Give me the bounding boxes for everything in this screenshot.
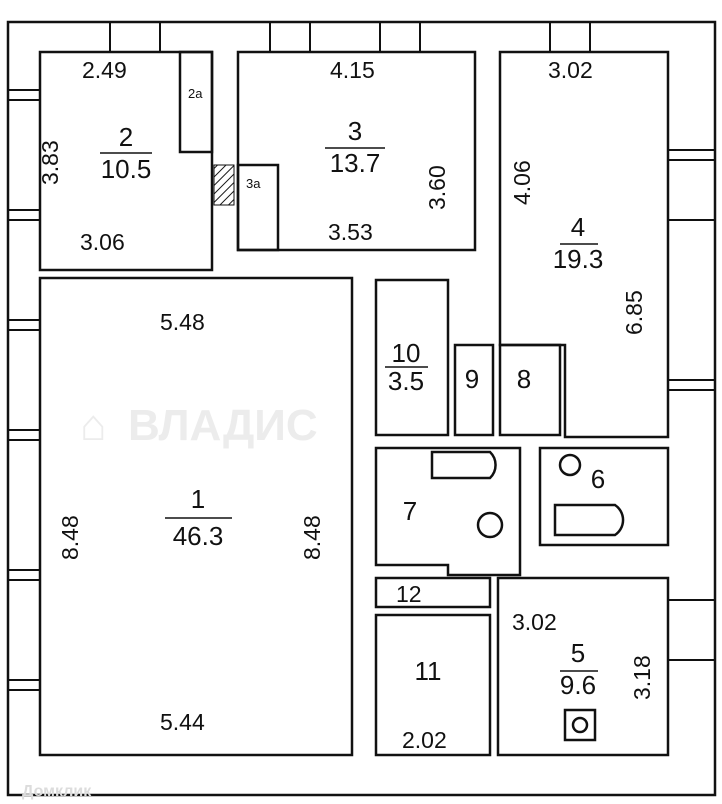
hatched-column (213, 164, 235, 206)
room-9-number: 9 (465, 364, 479, 394)
room-7-number: 7 (403, 496, 417, 526)
room-2a-number: 2a (188, 86, 203, 101)
vladis-watermark: ВЛАДИС (128, 401, 318, 450)
room-4-area: 19.3 (553, 244, 604, 274)
room-2-dim-side: 3.83 (37, 140, 63, 185)
room-4-dim-top: 3.02 (548, 57, 593, 83)
room-1-outline (38, 276, 354, 757)
room-3-number: 3 (348, 116, 362, 146)
room-4-dim-right: 6.85 (621, 290, 647, 335)
room-1-area: 46.3 (173, 521, 224, 551)
bathtub-6 (553, 503, 625, 537)
room-3-outline (236, 50, 477, 252)
closet-2a (178, 50, 214, 154)
toilet-6 (558, 453, 582, 477)
room-3a-number: 3a (246, 176, 261, 191)
room-3-dim-side: 3.60 (424, 165, 450, 210)
room-12-number: 12 (396, 581, 422, 607)
boiler-5 (563, 708, 597, 742)
room-4-dim-side: 4.06 (509, 160, 535, 205)
room-2-outline (38, 50, 214, 272)
windows (8, 22, 715, 691)
room-1-dim-right: 8.48 (299, 515, 325, 560)
room-5-dim-top: 3.02 (512, 609, 557, 635)
toilet-7 (476, 511, 504, 539)
room-5-number: 5 (571, 638, 585, 668)
room-3-dim-bottom: 3.53 (328, 219, 373, 245)
area-dividers (100, 147, 598, 672)
room-9-outline (453, 343, 495, 437)
outer-wall (6, 20, 717, 797)
walls (6, 20, 717, 797)
room-2-dim-top: 2.49 (82, 57, 127, 83)
room-12-outline (374, 576, 492, 609)
room-6-outline (538, 446, 670, 547)
room-5-outline (496, 576, 670, 757)
room-5-dim-right: 3.18 (629, 655, 655, 700)
room-2-number: 2 (119, 122, 133, 152)
room-7-outline (374, 446, 522, 577)
room-2-area: 10.5 (101, 154, 152, 184)
room-11-outline (374, 613, 492, 757)
domclick-watermark: Домклик (22, 783, 92, 800)
room-5-area: 9.6 (560, 670, 596, 700)
room-10-area: 3.5 (388, 366, 424, 396)
watermark-vladis: ⌂ ВЛАДИС (80, 401, 318, 450)
bathtub-7 (430, 450, 497, 480)
room-3-area: 13.7 (330, 148, 381, 178)
room-3-dim-top: 4.15 (330, 57, 375, 83)
room-2-dim-bottom: 3.06 (80, 229, 125, 255)
room-8-number: 8 (517, 364, 531, 394)
room-11-number: 11 (415, 656, 442, 686)
room-1-dim-bottom: 5.44 (160, 709, 205, 735)
closet-3a (236, 163, 280, 252)
room-1-number: 1 (191, 484, 205, 514)
room-10-outline (374, 278, 450, 437)
room-4-outline (498, 50, 670, 439)
room-1-dim-top: 5.48 (160, 309, 205, 335)
room-11-dim-bottom: 2.02 (402, 727, 447, 753)
vladis-logo: ⌂ (80, 401, 107, 450)
room-8-outline (498, 343, 562, 437)
room-1-dim-left: 8.48 (57, 515, 83, 560)
room-6-number: 6 (591, 464, 605, 494)
room-4-number: 4 (571, 212, 585, 242)
room-10-number: 10 (392, 338, 421, 368)
